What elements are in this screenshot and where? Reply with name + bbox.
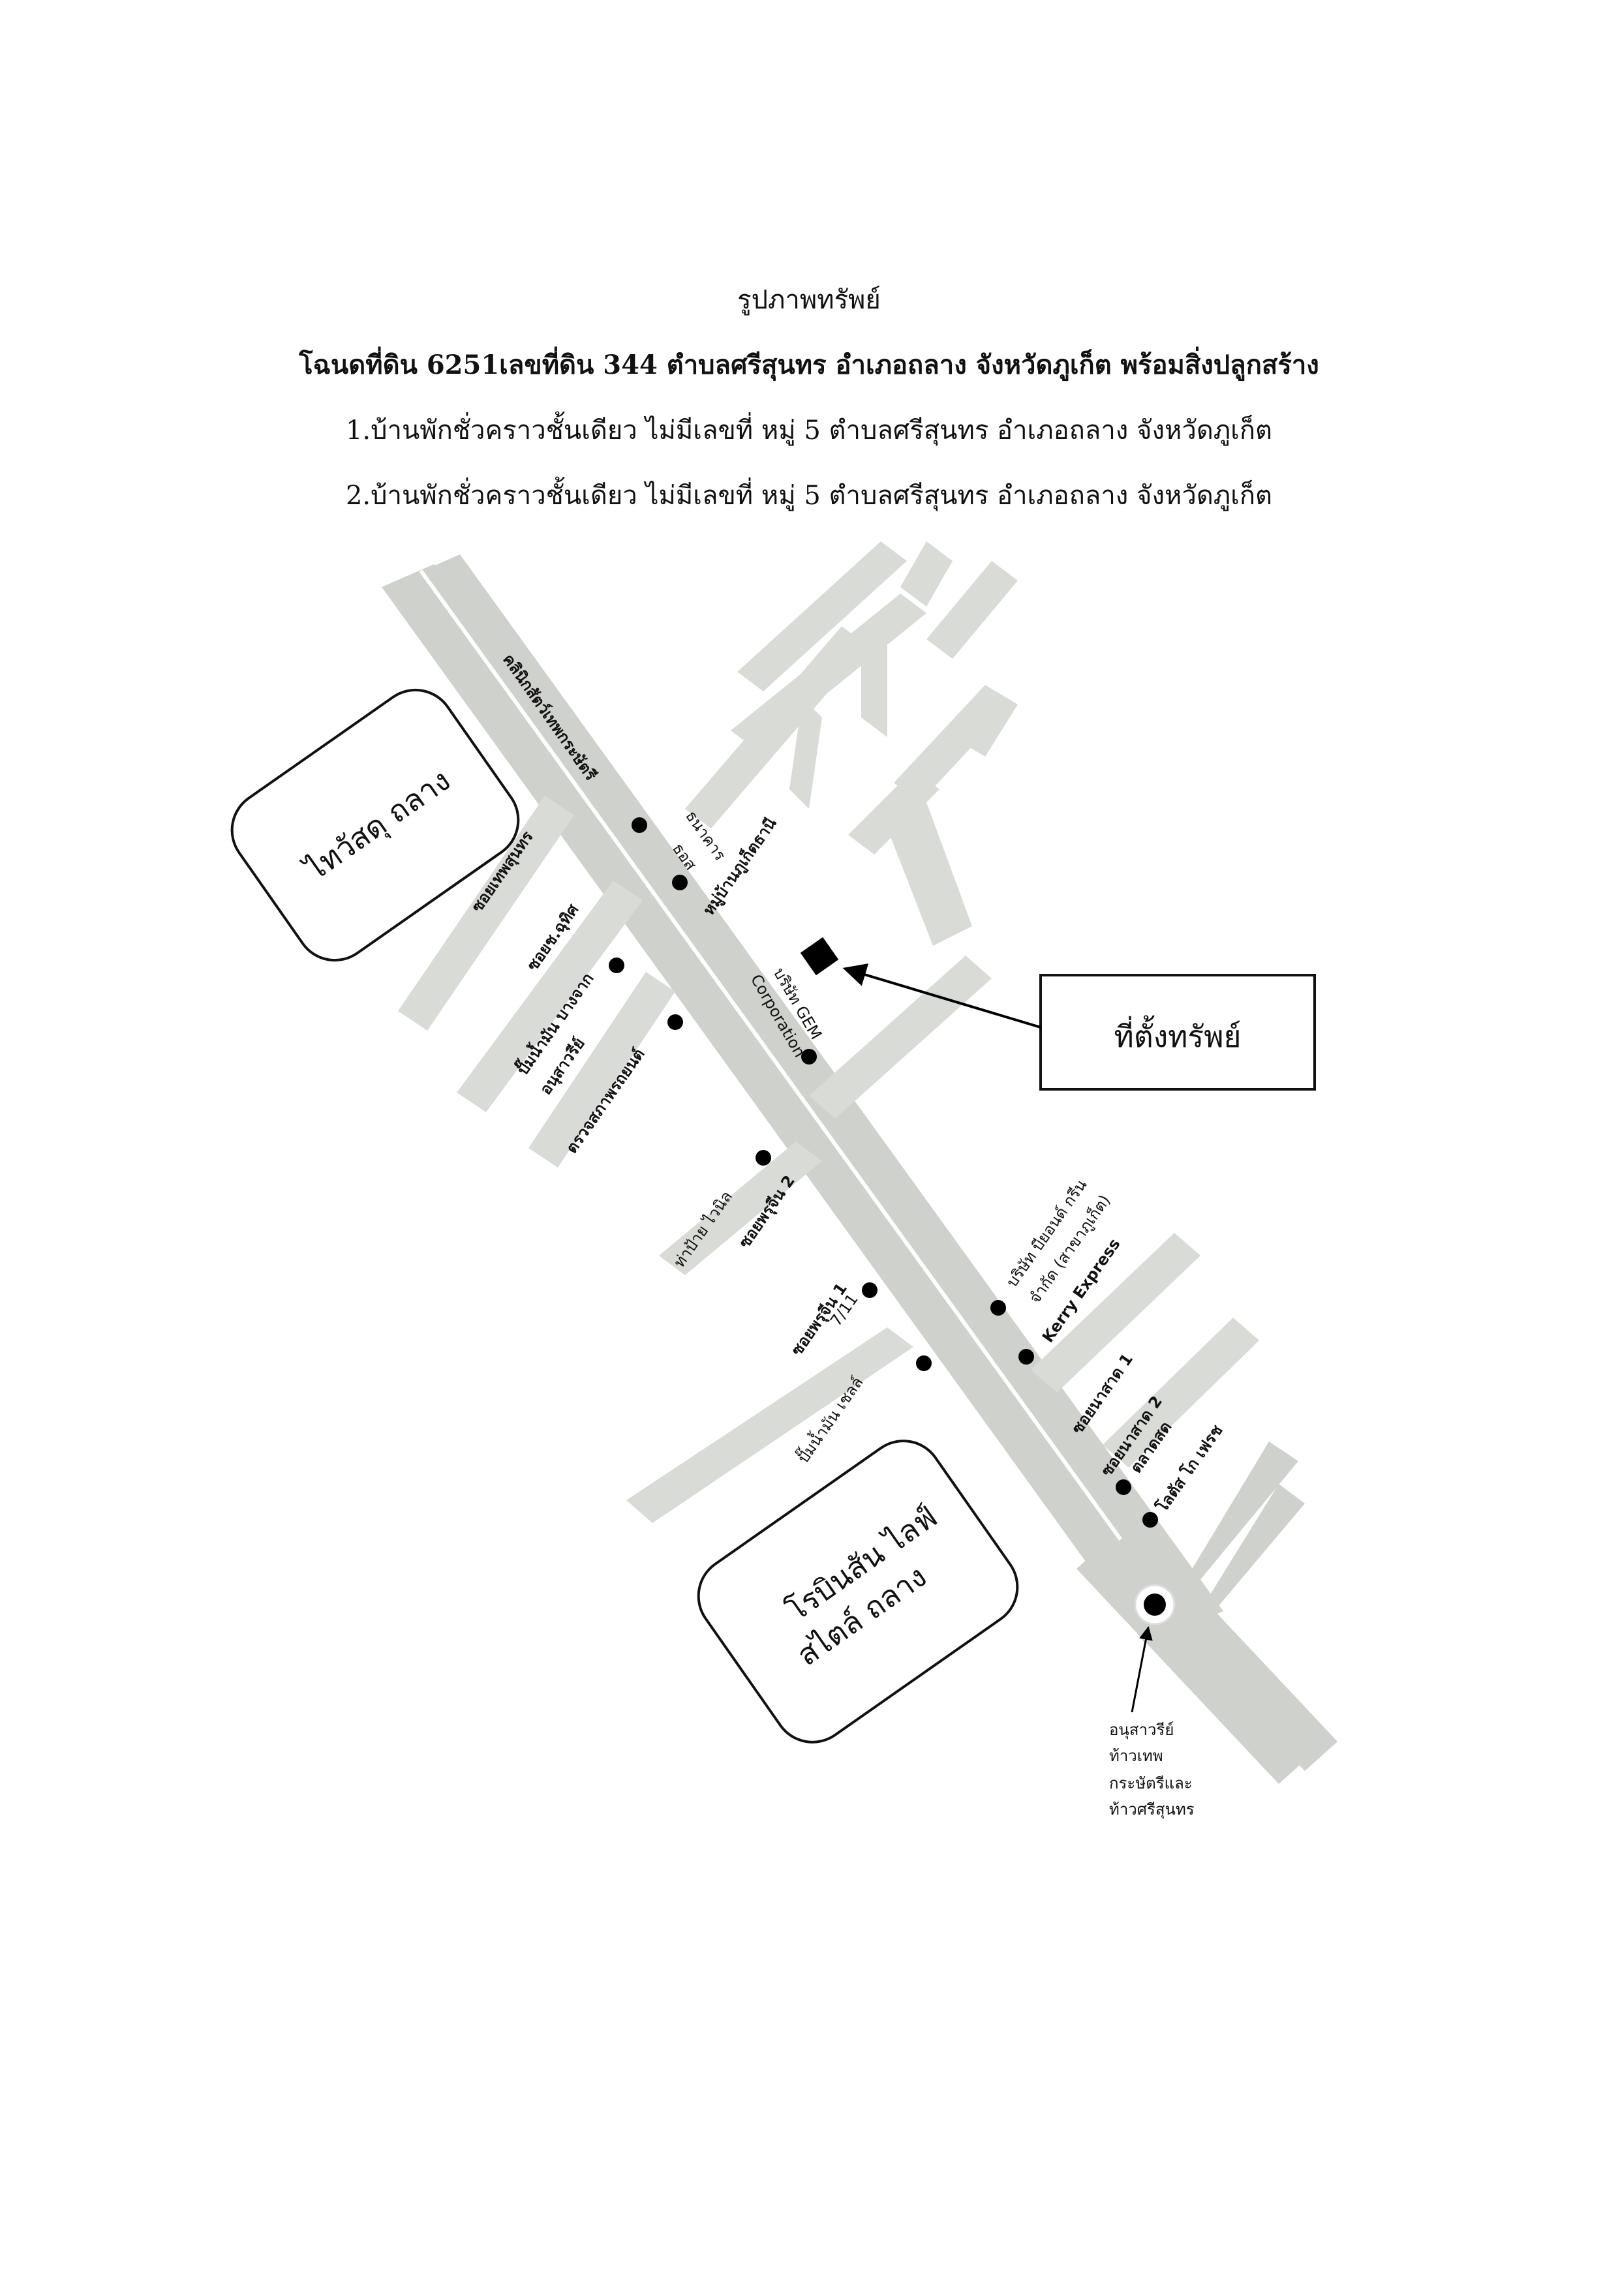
bank-marker-icon (672, 875, 688, 890)
vet-clinic-marker-icon (632, 817, 647, 833)
monument-arrow (1131, 1625, 1153, 1713)
property-callout-box (1039, 974, 1316, 1091)
monument-marker-icon (1144, 1594, 1166, 1616)
place-markers (609, 817, 1158, 1528)
market-marker-icon (1116, 1479, 1131, 1495)
building-item-2: 2.บ้านพักชั่วคราวชั้นเดียว ไม่มีเลขที่ ห… (345, 481, 1273, 511)
lotus-marker-icon (1142, 1512, 1158, 1528)
gas-shell-marker-icon (916, 1355, 932, 1371)
monument-label-2: ท้าวเทพ (1109, 1747, 1163, 1765)
gas-bangjak-marker-icon (609, 958, 624, 973)
robinson-box: โรบินสัน ไลฟ์ สไตล์ ถลาง (697, 1440, 1019, 1744)
gem-marker-icon (801, 1049, 817, 1065)
property-marker-icon (800, 937, 839, 976)
property-arrow (842, 963, 1041, 1029)
monument-label-4: ท้าวศรีสุนทร (1109, 1800, 1195, 1819)
bus-stop-marker-icon (756, 1150, 771, 1166)
document-header: รูปภาพทรัพย์ โฉนดที่ดิน 6251เลขที่ดิน 34… (0, 267, 1618, 528)
document-title: รูปภาพทรัพย์ (737, 285, 881, 315)
property-callout: ที่ตั้งทรัพย์ (842, 963, 1316, 1091)
side-roads-right (685, 541, 1259, 1468)
deed-description: โฉนดที่ดิน 6251เลขที่ดิน 344 ตำบลศรีสุนท… (299, 350, 1319, 380)
monument-roundabout: อนุสาวรีย์ ท้าวเทพ กระษัตรีและ ท้าวศรีสุ… (1109, 1584, 1195, 1819)
seven-eleven-marker-icon (862, 1282, 878, 1298)
monument-label-1: อนุสาวรีย์ (1109, 1721, 1174, 1740)
monument-label-3: กระษัตรีและ (1109, 1774, 1193, 1792)
thaiwatsadu-box: ไทวัสดุ ถลาง (230, 688, 520, 962)
side-roads-left (398, 796, 913, 1523)
beyond-green-marker-icon (990, 1300, 1006, 1316)
building-item-1: 1.บ้านพักชั่วคราวชั้นเดียว ไม่มีเลขที่ ห… (345, 415, 1273, 446)
police-marker-icon (667, 1014, 683, 1030)
property-location-label: ที่ตั้งทรัพย์ (1114, 1015, 1242, 1054)
kerry-marker-icon (1018, 1349, 1034, 1365)
